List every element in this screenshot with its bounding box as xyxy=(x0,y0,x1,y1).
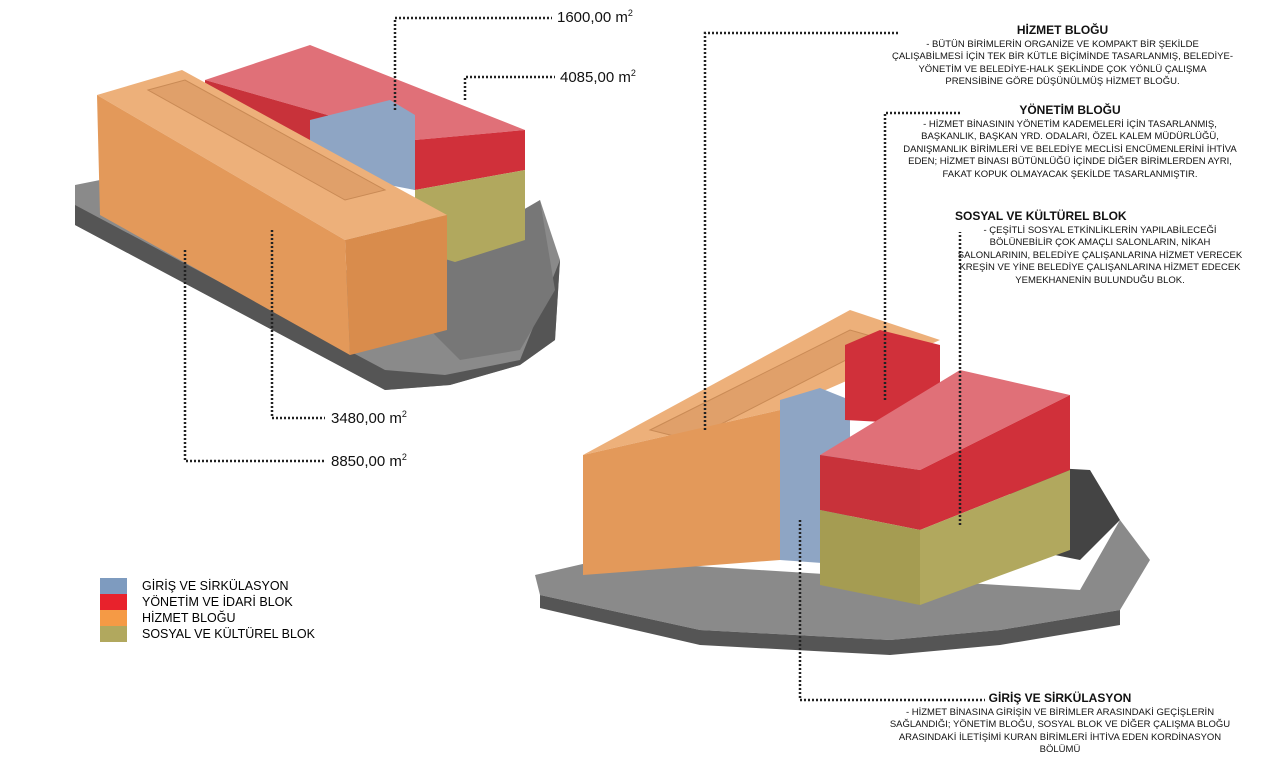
area-label-3480: 3480,00 m2 xyxy=(331,409,407,427)
legend-swatch xyxy=(100,578,127,594)
left-building-model xyxy=(75,45,560,390)
legend: GİRİŞ VE SİRKÜLASYON YÖNETİM VE İDARİ BL… xyxy=(100,578,315,642)
leader-lines xyxy=(183,16,985,702)
right-building-model xyxy=(535,310,1150,655)
block-title: GİRİŞ VE SİRKÜLASYON xyxy=(988,691,1132,705)
legend-label: SOSYAL VE KÜLTÜREL BLOK xyxy=(142,627,315,641)
legend-item: YÖNETİM VE İDARİ BLOK xyxy=(100,594,315,610)
block-desc: - HİZMET BİNASININ YÖNETİM KADEMELERİ İÇ… xyxy=(903,118,1237,180)
area-label-8850: 8850,00 m2 xyxy=(331,452,407,470)
area-label-1600: 1600,00 m2 xyxy=(557,8,633,26)
legend-swatch xyxy=(100,626,127,642)
legend-item: HİZMET BLOĞU xyxy=(100,610,315,626)
block-desc: - HİZMET BİNASINA GİRİŞİN VE BİRİMLER AR… xyxy=(889,706,1231,756)
block-desc: - BÜTÜN BİRİMLERİN ORGANİZE VE KOMPAKT B… xyxy=(891,38,1234,88)
legend-swatch xyxy=(100,610,127,626)
area-label-4085: 4085,00 m2 xyxy=(560,68,636,86)
legend-label: YÖNETİM VE İDARİ BLOK xyxy=(142,595,293,609)
legend-swatch xyxy=(100,594,127,610)
block-hizmet: HİZMET BLOĞU- BÜTÜN BİRİMLERİN ORGANİZE … xyxy=(890,24,1235,89)
block-title: YÖNETİM BLOĞU xyxy=(1019,103,1121,117)
block-yonetim: YÖNETİM BLOĞU- HİZMET BİNASININ YÖNETİM … xyxy=(900,104,1240,181)
legend-item: GİRİŞ VE SİRKÜLASYON xyxy=(100,578,315,594)
block-title: SOSYAL VE KÜLTÜREL BLOK xyxy=(955,209,1127,223)
legend-item: SOSYAL VE KÜLTÜREL BLOK xyxy=(100,626,315,642)
block-giris: GİRİŞ VE SİRKÜLASYON- HİZMET BİNASINA Gİ… xyxy=(880,692,1240,757)
legend-label: GİRİŞ VE SİRKÜLASYON xyxy=(142,579,289,593)
legend-label: HİZMET BLOĞU xyxy=(142,611,236,625)
block-desc: - ÇEŞİTLİ SOSYAL ETKİNLİKLERİN YAPILABİL… xyxy=(957,224,1243,286)
block-sosyal: SOSYAL VE KÜLTÜREL BLOK- ÇEŞİTLİ SOSYAL … xyxy=(955,210,1245,287)
block-title: HİZMET BLOĞU xyxy=(1016,23,1109,37)
